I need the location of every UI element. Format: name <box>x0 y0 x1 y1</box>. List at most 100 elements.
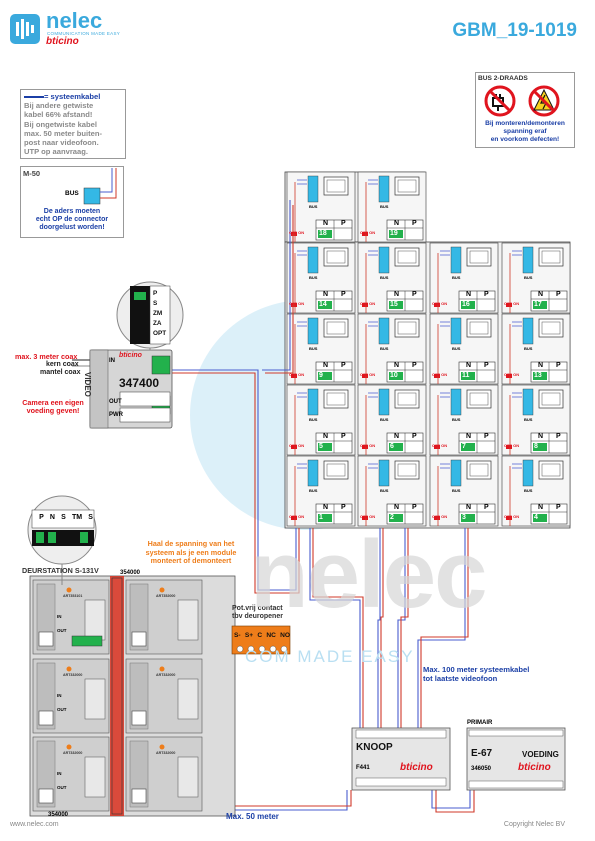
cable-note: = systeemkabel Bij andere getwiste kabel… <box>20 89 126 160</box>
videophone <box>357 455 427 527</box>
m50-connector <box>83 168 117 205</box>
relay-title-line: Pot.vrij contact <box>232 605 283 612</box>
bus-connector <box>378 246 390 274</box>
videophone <box>501 455 571 527</box>
bus-connector <box>307 317 319 345</box>
videophone <box>429 242 499 314</box>
max100-line: tot laatste videofoon <box>423 674 498 684</box>
cable-note-line: post naar videofoon. <box>24 138 99 148</box>
no-plug-icon <box>484 85 516 117</box>
bus-connector <box>450 317 462 345</box>
videophone <box>286 455 356 527</box>
no-electricity-icon <box>528 85 560 117</box>
videophone <box>501 313 571 385</box>
videophone <box>501 384 571 456</box>
cable-legend: = systeemkabel <box>44 92 101 101</box>
watermark-tagline: COM MADE EASY <box>245 647 415 666</box>
power-label: VOEDING <box>522 750 559 759</box>
bus-connector <box>307 388 319 416</box>
m50-line: doorgelust worden! <box>39 224 105 232</box>
relay-terminal: NO <box>280 632 290 639</box>
cable-note-line: UTP op aanvraag. <box>24 147 89 157</box>
relay-terminal: S- <box>234 632 241 639</box>
max100-line: Max. 100 meter systeemkabel <box>423 665 530 674</box>
door-dip-labels: P N S TM S <box>36 514 96 521</box>
bus-connector <box>522 317 534 345</box>
camera-note-line: Camera een eigen <box>22 398 84 407</box>
power-supply-body <box>466 727 566 791</box>
videophone <box>286 242 356 314</box>
power-title: E-67 <box>471 748 493 759</box>
max100-note: Max. 100 meter systeemkabel tot laatste … <box>423 665 529 684</box>
dip-label: N <box>49 514 55 521</box>
bus-connector <box>378 317 390 345</box>
distributor-title: KNOOP <box>356 742 393 753</box>
camera-video-label: VIDEO <box>83 372 92 397</box>
camera-module-body <box>89 349 173 429</box>
monitor-grid <box>286 171 571 527</box>
camera-model: 347400 <box>119 376 160 390</box>
videophone <box>357 384 427 456</box>
dip-label: TM <box>71 514 83 521</box>
camera-brand: bticino <box>119 352 142 359</box>
m50-line: De aders moeten <box>43 208 101 215</box>
coax-title: max. 3 meter coax <box>15 352 78 361</box>
camera-note: Camera een eigen voeding geven! <box>18 398 88 416</box>
bus-connector <box>450 246 462 274</box>
doc-code: GBM_19-1019 <box>452 20 577 41</box>
distributor-body <box>351 727 451 791</box>
cable-note-line: kabel 66% afstand! <box>24 110 93 120</box>
footer-website: www.nelec.com <box>10 821 59 828</box>
camera-out-label: OUT <box>109 399 122 405</box>
warning-title: BUS 2-DRAADS <box>478 75 528 82</box>
videophone <box>286 313 356 385</box>
door-dip-zoom <box>27 495 97 585</box>
watermark-word: nelec <box>250 521 487 628</box>
bus-connector <box>307 459 319 487</box>
max50-note: Max. 50 meter <box>226 812 279 821</box>
dip-label: OPT <box>153 330 167 337</box>
power-note-line: Haal de spanning van het <box>147 539 235 548</box>
relay-terminal: C <box>257 632 263 639</box>
warning-line: spanning eraf <box>503 127 547 135</box>
warning-line: Bij monteren/demonteren <box>485 120 565 127</box>
cable-note-line: Bij andere getwiste <box>24 101 94 111</box>
relay-title: Pot.vrij contact tbv deuropener <box>232 605 283 622</box>
door-module <box>32 736 110 812</box>
door-dip-value-1: 1 <box>48 532 53 541</box>
camera-pwr-label: PWR <box>109 412 123 418</box>
camera-dip-zoom <box>116 281 184 350</box>
m50-note: M-50 BUS De aders moeten echt OP de conn… <box>20 166 124 238</box>
dip-label: ZA <box>153 320 162 327</box>
bus-connector <box>522 388 534 416</box>
camera-in-label: IN <box>109 358 115 364</box>
door-station-title: DEURSTATION S-131V <box>22 566 99 575</box>
dip-label: S <box>153 300 158 307</box>
door-module <box>125 658 203 734</box>
videophone <box>286 384 356 456</box>
m50-bus-label: BUS <box>65 190 79 197</box>
power-primary: PRIMAIR <box>467 720 493 726</box>
door-station-frame <box>29 575 236 817</box>
videophone <box>357 313 427 385</box>
door-module <box>125 579 203 655</box>
door-dip-value-0: 0 <box>36 532 41 541</box>
power-brand: bticino <box>518 762 551 773</box>
power-code: 346050 <box>471 766 492 772</box>
bus-connector <box>522 246 534 274</box>
door-module <box>125 736 203 812</box>
nelec-logo-icon <box>10 14 40 44</box>
coax-shield: mantel coax <box>40 369 81 376</box>
videophone <box>357 171 427 243</box>
distributor-code: F441 <box>356 765 370 771</box>
videophone <box>501 242 571 314</box>
bus-connector <box>450 459 462 487</box>
bus-connector <box>378 459 390 487</box>
videophone <box>429 455 499 527</box>
dip-label: S <box>61 514 66 521</box>
sub-brand-logo: bticino <box>46 36 79 47</box>
door-part-bottom: 354000 <box>48 812 69 818</box>
relay-terminals: S- S+ C NC NO <box>234 632 290 639</box>
door-power-note: Haal de spanning van het systeem als je … <box>121 539 261 566</box>
